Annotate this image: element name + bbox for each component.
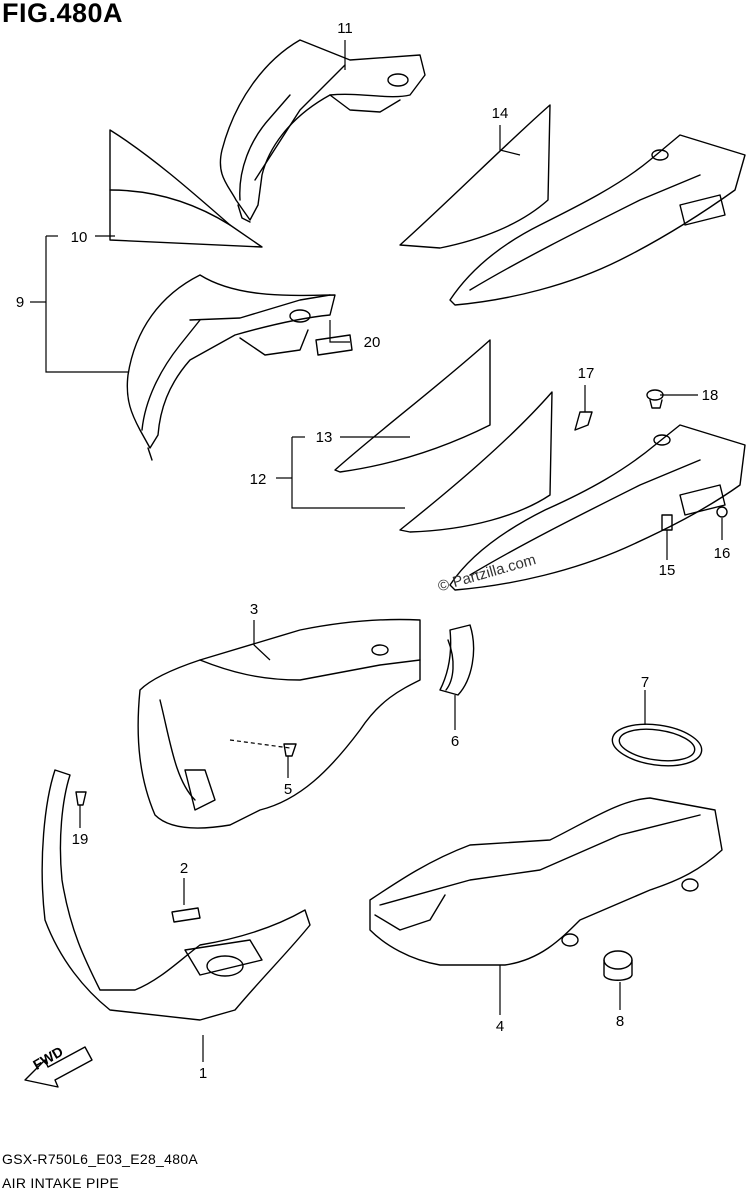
part-4-drawing bbox=[369, 797, 723, 966]
part-14-drawing bbox=[399, 104, 746, 306]
part-13-drawing bbox=[334, 339, 491, 473]
callout-9: 9 bbox=[16, 294, 24, 311]
part-6-drawing bbox=[439, 624, 475, 696]
part-3-drawing bbox=[137, 618, 421, 829]
part-9-drawing bbox=[126, 274, 336, 461]
figure-title: FIG.480A bbox=[2, 0, 124, 28]
part-18-drawing bbox=[646, 389, 664, 409]
part-1-drawing bbox=[41, 769, 311, 1021]
callout-11: 11 bbox=[337, 20, 353, 37]
part-16-drawing bbox=[716, 506, 728, 518]
part-19-drawing bbox=[75, 791, 87, 806]
part-2-drawing bbox=[171, 907, 201, 923]
leader-lines bbox=[30, 40, 723, 1062]
part-17-drawing bbox=[574, 411, 593, 431]
callout-13: 13 bbox=[316, 429, 333, 446]
callout-8: 8 bbox=[616, 1013, 624, 1030]
part-7-drawing bbox=[611, 723, 703, 767]
callout-labels: 11 10 9 20 14 13 12 17 18 16 15 3 5 6 7 … bbox=[16, 20, 731, 1082]
part-15-drawing bbox=[661, 514, 673, 531]
callout-14: 14 bbox=[492, 105, 509, 122]
figure-code: GSX-R750L6_E03_E28_480A bbox=[2, 1151, 199, 1167]
callout-16: 16 bbox=[714, 545, 731, 562]
part-20-drawing bbox=[315, 334, 353, 356]
part-10-drawing bbox=[109, 129, 263, 248]
callout-10: 10 bbox=[71, 229, 88, 246]
callout-15: 15 bbox=[659, 562, 676, 579]
callout-5: 5 bbox=[284, 781, 292, 798]
callout-1: 1 bbox=[199, 1065, 207, 1082]
callout-12: 12 bbox=[250, 471, 267, 488]
callout-2: 2 bbox=[180, 860, 188, 877]
callout-18: 18 bbox=[702, 387, 719, 404]
callout-20: 20 bbox=[364, 334, 381, 351]
callout-19: 19 bbox=[72, 831, 89, 848]
callout-7: 7 bbox=[641, 674, 649, 691]
fwd-arrow-icon bbox=[24, 1046, 93, 1088]
part-12-drawing bbox=[399, 391, 746, 591]
callout-3: 3 bbox=[250, 601, 258, 618]
callout-17: 17 bbox=[578, 365, 595, 382]
part-5-drawing bbox=[283, 743, 297, 757]
part-11-drawing bbox=[219, 39, 426, 223]
callout-6: 6 bbox=[451, 733, 459, 750]
part-8-drawing bbox=[603, 950, 633, 981]
callout-4: 4 bbox=[496, 1018, 504, 1035]
figure-name: AIR INTAKE PIPE bbox=[2, 1175, 120, 1191]
